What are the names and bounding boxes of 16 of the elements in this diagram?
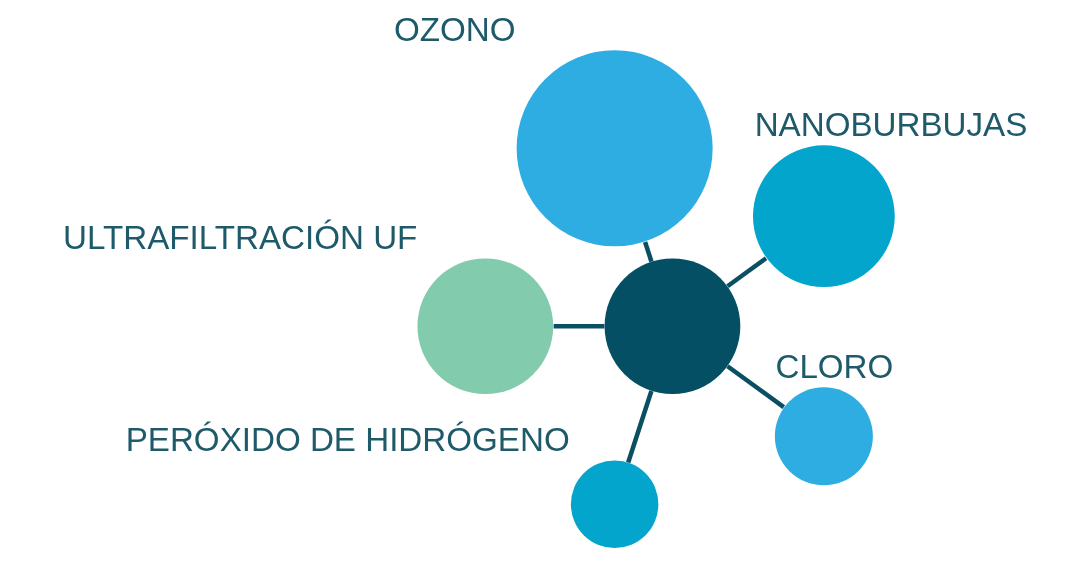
node-label: CLORO bbox=[775, 347, 894, 385]
node-circle bbox=[516, 50, 713, 247]
node-circle bbox=[417, 258, 554, 395]
connector bbox=[726, 364, 786, 409]
connector bbox=[626, 390, 654, 464]
node-circle bbox=[570, 460, 659, 548]
node-circle bbox=[774, 387, 873, 486]
node-label: ULTRAFILTRACIÓN UF bbox=[63, 218, 418, 256]
connector bbox=[553, 324, 605, 329]
node-circle bbox=[604, 258, 741, 395]
node-circle bbox=[752, 145, 895, 288]
node-label: NANOBURBUJAS bbox=[754, 105, 1028, 143]
node-label: OZONO bbox=[393, 10, 516, 48]
node-label: PERÓXIDO DE HIDRÓGENO bbox=[125, 420, 570, 458]
connector bbox=[642, 241, 654, 263]
connector bbox=[726, 256, 768, 289]
